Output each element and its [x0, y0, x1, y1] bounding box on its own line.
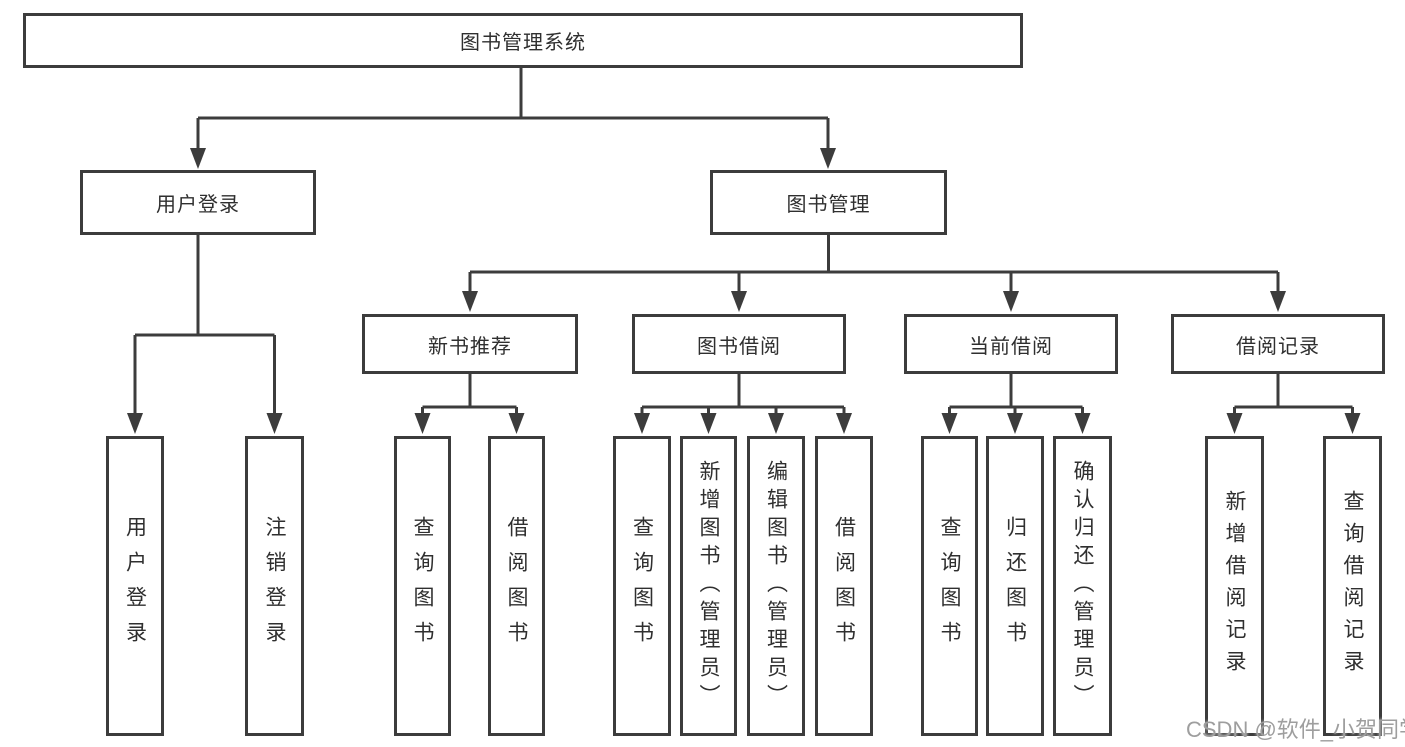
node-borrow-record: 借阅记录: [1171, 314, 1385, 374]
node-borrow-record-label: 借阅记录: [1236, 335, 1320, 358]
leaf-return-book: 归还图书: [986, 436, 1044, 736]
leaf-confirm-return-admin: 确认归还（管理员）: [1053, 436, 1112, 736]
leaf-borrow-books-rec: 借阅图书: [488, 436, 545, 736]
node-book-borrow: 图书借阅: [632, 314, 846, 374]
arrowhead-icon: [1003, 291, 1019, 312]
arrowhead-icon: [508, 413, 525, 434]
node-root-system: 图书管理系统: [23, 13, 1023, 68]
leaf-edit-book-admin: 编辑图书（管理员）: [747, 436, 805, 736]
node-new-book-recommend: 新书推荐: [362, 314, 578, 374]
arrowhead-icon: [731, 291, 747, 312]
arrowhead-icon: [1226, 413, 1243, 434]
leaf-user-login-label: 用户登录: [123, 516, 147, 656]
leaf-query-books-rec: 查询图书: [394, 436, 451, 736]
leaf-borrow-book-label: 借阅图书: [832, 516, 856, 656]
leaf-add-book-admin: 新增图书（管理员）: [680, 436, 737, 736]
arrowhead-icon: [1074, 413, 1091, 434]
leaf-query-books-current-label: 查询图书: [938, 516, 961, 656]
arrowhead-icon: [836, 413, 852, 434]
leaf-add-book-admin-label: 新增图书（管理员）: [697, 460, 720, 712]
leaf-query-books-rec-label: 查询图书: [411, 516, 434, 656]
leaf-add-borrow-record-label: 新增借阅记录: [1223, 490, 1246, 682]
arrowhead-icon: [462, 291, 478, 312]
leaf-edit-book-admin-label: 编辑图书（管理员）: [764, 460, 788, 712]
leaf-borrow-books-rec-label: 借阅图书: [505, 516, 528, 656]
leaf-add-borrow-record: 新增借阅记录: [1205, 436, 1264, 736]
arrowhead-icon: [768, 413, 784, 434]
leaf-query-books-borrow: 查询图书: [613, 436, 671, 736]
arrowhead-icon: [414, 413, 431, 434]
csdn-watermark: CSDN @软件_小贺同学: [1186, 717, 1405, 742]
arrowhead-icon: [941, 413, 958, 434]
arrowhead-icon: [190, 148, 206, 169]
leaf-return-book-label: 归还图书: [1003, 516, 1027, 656]
node-new-book-recommend-label: 新书推荐: [428, 335, 512, 358]
leaf-query-books-borrow-label: 查询图书: [630, 516, 654, 656]
arrowhead-icon: [700, 413, 717, 434]
node-book-borrow-label: 图书借阅: [697, 335, 781, 358]
node-user-login: 用户登录: [80, 170, 316, 235]
arrowhead-icon: [127, 413, 143, 434]
node-current-borrow-label: 当前借阅: [969, 335, 1053, 358]
node-book-management: 图书管理: [710, 170, 947, 235]
arrowhead-icon: [820, 148, 836, 169]
leaf-logout: 注销登录: [245, 436, 304, 736]
leaf-query-books-current: 查询图书: [921, 436, 978, 736]
arrowhead-icon: [1007, 413, 1023, 434]
arrowhead-icon: [1344, 413, 1361, 434]
node-user-login-label: 用户登录: [156, 194, 240, 216]
leaf-confirm-return-admin-label: 确认归还（管理员）: [1071, 460, 1094, 712]
arrowhead-icon: [634, 413, 650, 434]
arrowhead-icon: [266, 413, 283, 434]
leaf-query-borrow-record-label: 查询借阅记录: [1341, 490, 1364, 682]
node-current-borrow: 当前借阅: [904, 314, 1118, 374]
leaf-query-borrow-record: 查询借阅记录: [1323, 436, 1382, 736]
arrowhead-icon: [1270, 291, 1286, 312]
leaf-user-login: 用户登录: [106, 436, 164, 736]
leaf-borrow-book: 借阅图书: [815, 436, 873, 736]
node-root-label: 图书管理系统: [460, 32, 586, 54]
leaf-logout-label: 注销登录: [263, 516, 286, 656]
node-book-management-label: 图书管理: [786, 194, 871, 216]
